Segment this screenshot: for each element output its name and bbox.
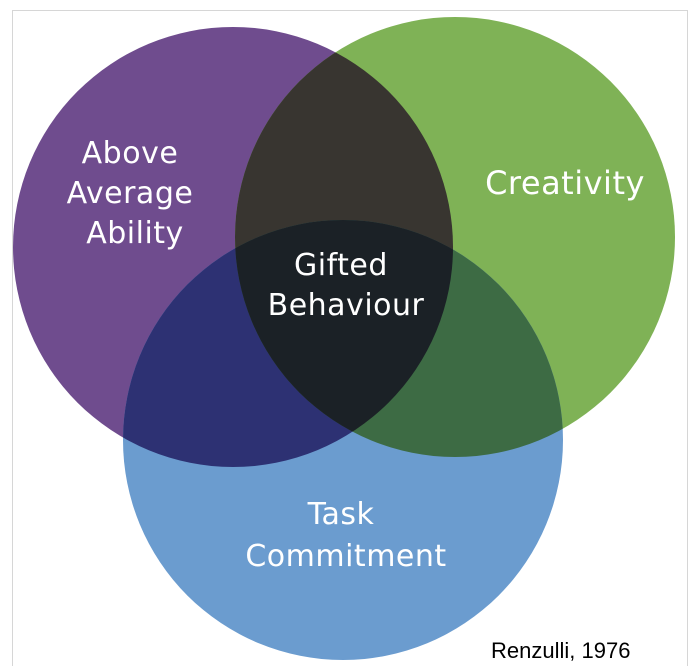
label-above-average-ability: Above Average Ability (67, 136, 204, 251)
label-task-commitment: Task Commitment (245, 497, 446, 574)
label-gifted-behaviour: Gifted Behaviour (268, 248, 425, 323)
citation: Renzulli, 1976 (491, 638, 631, 663)
figure-frame (12, 10, 688, 666)
label-creativity: Creativity (485, 164, 645, 202)
